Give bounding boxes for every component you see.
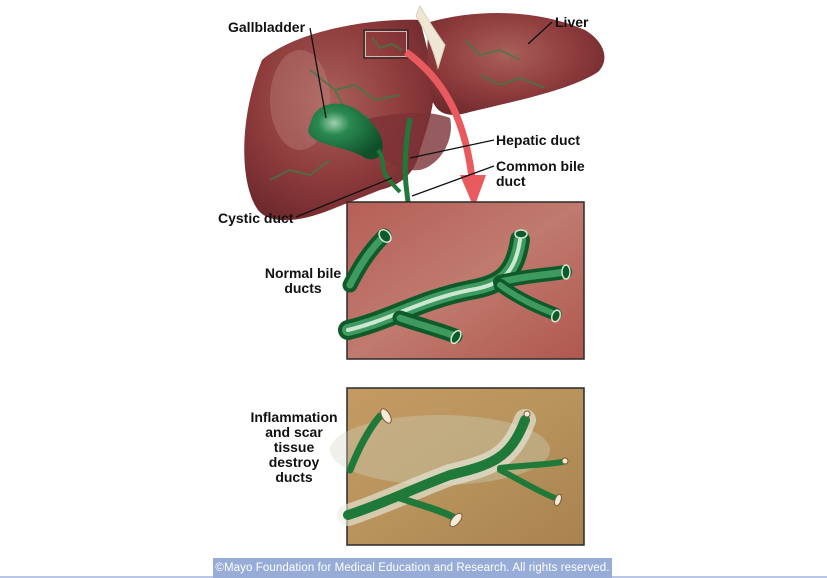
zoom-arrow [403,49,476,179]
label-common-bile-duct-line2: duct [496,173,526,189]
label-inflamed-line2: and scar [265,424,323,440]
gallbladder-shape [308,103,383,160]
label-gallbladder: Gallbladder [228,19,306,35]
label-common-bile-duct: Common bile duct [496,159,585,189]
inflamed-ducts-panel [330,387,585,546]
label-hepatic-duct: Hepatic duct [496,132,581,148]
label-inflamed-line5: ducts [275,469,313,485]
label-normal-bile-ducts: Normal bile ducts [250,266,356,296]
label-inflamed-line1: Inflammation [250,409,338,425]
hepatic-duct-shape [402,117,413,203]
label-liver: Liver [555,14,589,30]
cystic-duct-shape [376,148,402,194]
label-normal-line1: Normal bile [264,265,342,281]
leader-lines [295,21,553,218]
normal-ducts-panel [338,201,585,360]
label-normal-line2: ducts [284,280,322,296]
label-inflammation: Inflammation and scar tissue destroy duc… [240,410,348,485]
copyright-footer: ©Mayo Foundation for Medical Education a… [213,558,612,578]
label-inflamed-line3: tissue [273,439,315,455]
label-cystic-duct: Cystic duct [218,210,294,226]
inset-marker-box [363,29,409,59]
label-inflamed-line4: destroy [268,454,320,470]
label-common-bile-duct-line1: Common bile [496,158,585,174]
